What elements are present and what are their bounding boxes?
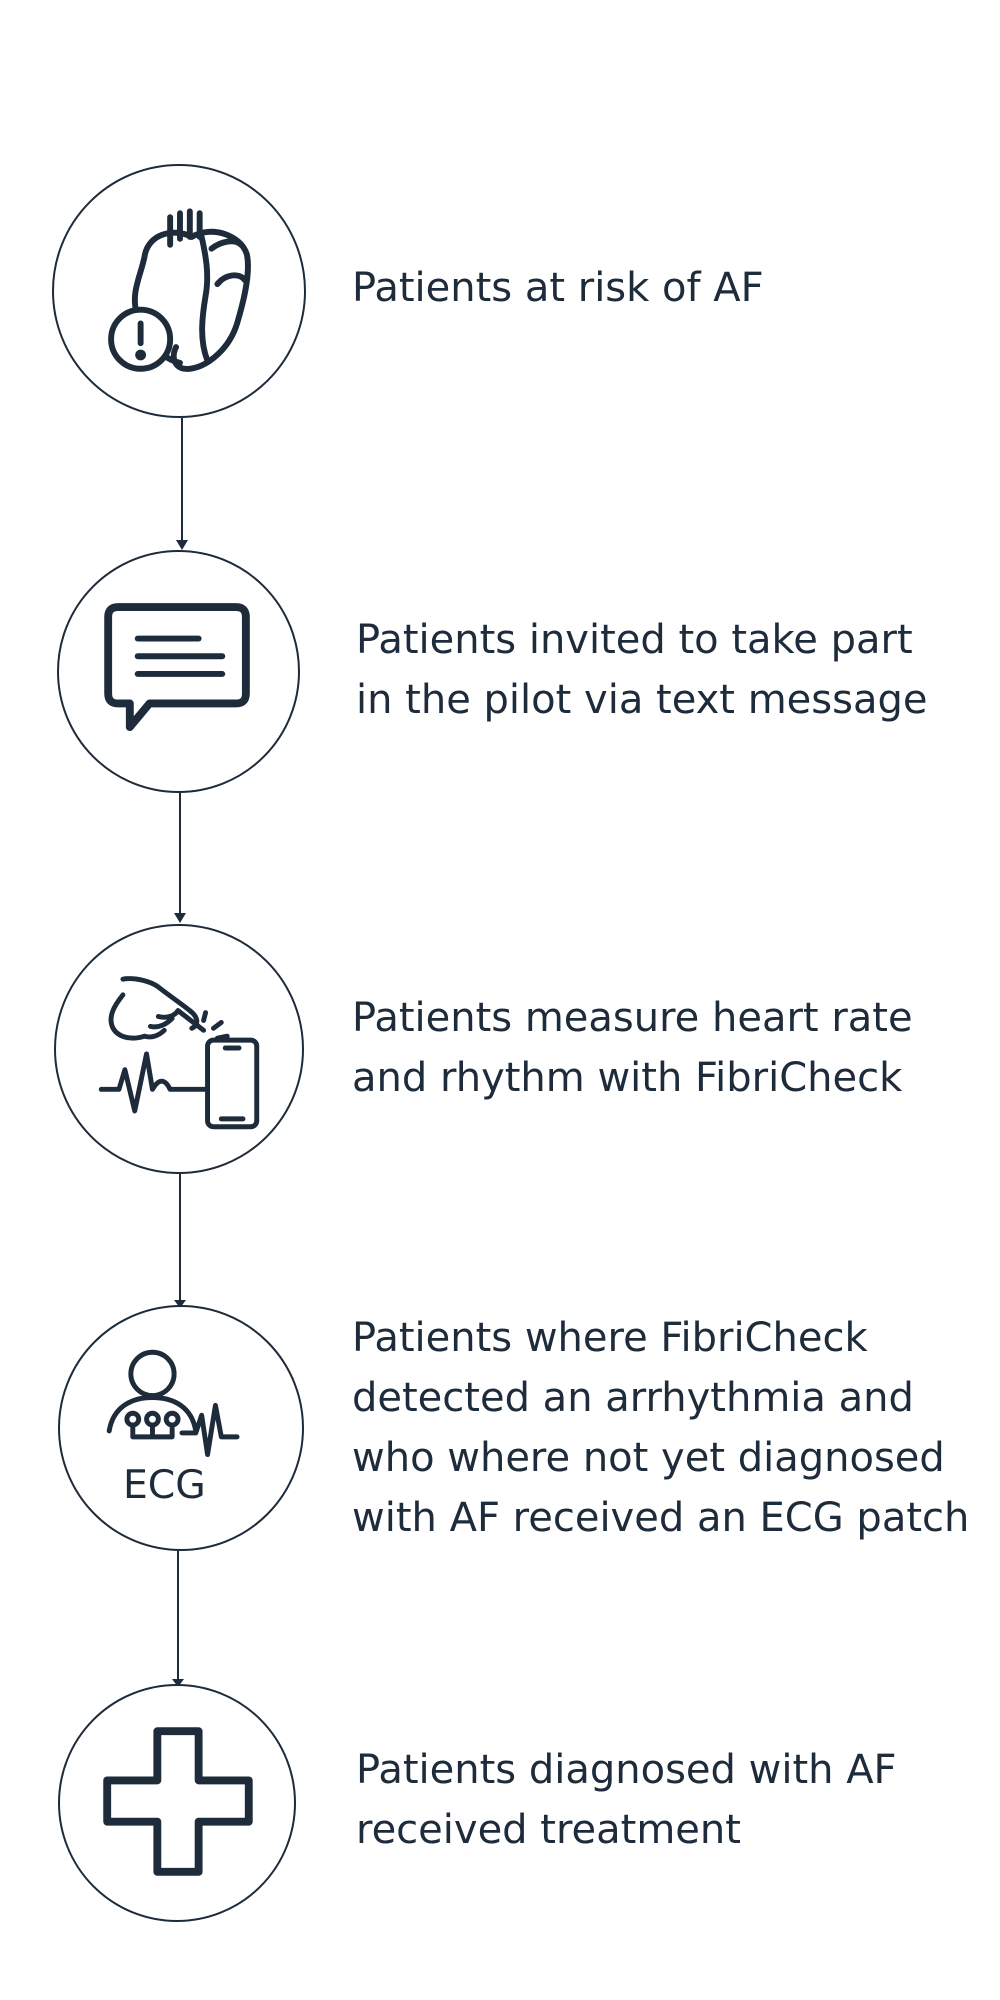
finger-phone-heartbeat-icon: [98, 976, 260, 1130]
medical-cross-icon: [103, 1727, 253, 1876]
person-ecg-icon: ECG: [106, 1349, 240, 1508]
chat-message-icon: [104, 603, 250, 732]
step-1-circle: [52, 164, 306, 418]
heart-warning-icon: [108, 208, 251, 372]
step-2-text: Patients invited to take part in the pil…: [356, 617, 928, 723]
arrow-connector: [172, 1551, 184, 1687]
step-1-text: Patients at risk of AF: [352, 265, 764, 311]
ecg-label: ECG: [123, 1462, 206, 1508]
step-3-text: Patients measure heart rate and rhythm w…: [352, 995, 913, 1101]
arrow-connector: [174, 793, 186, 923]
step-3-circle: [54, 924, 304, 1174]
arrow-connector: [174, 1174, 186, 1308]
arrow-connector: [176, 418, 188, 550]
step-2-circle: [57, 550, 300, 793]
step-5-text: Patients diagnosed with AF received trea…: [356, 1747, 897, 1853]
step-5-circle: [58, 1684, 296, 1922]
step-4-text: Patients where FibriCheck detected an ar…: [352, 1315, 970, 1541]
step-4-circle: ECG: [58, 1305, 304, 1551]
